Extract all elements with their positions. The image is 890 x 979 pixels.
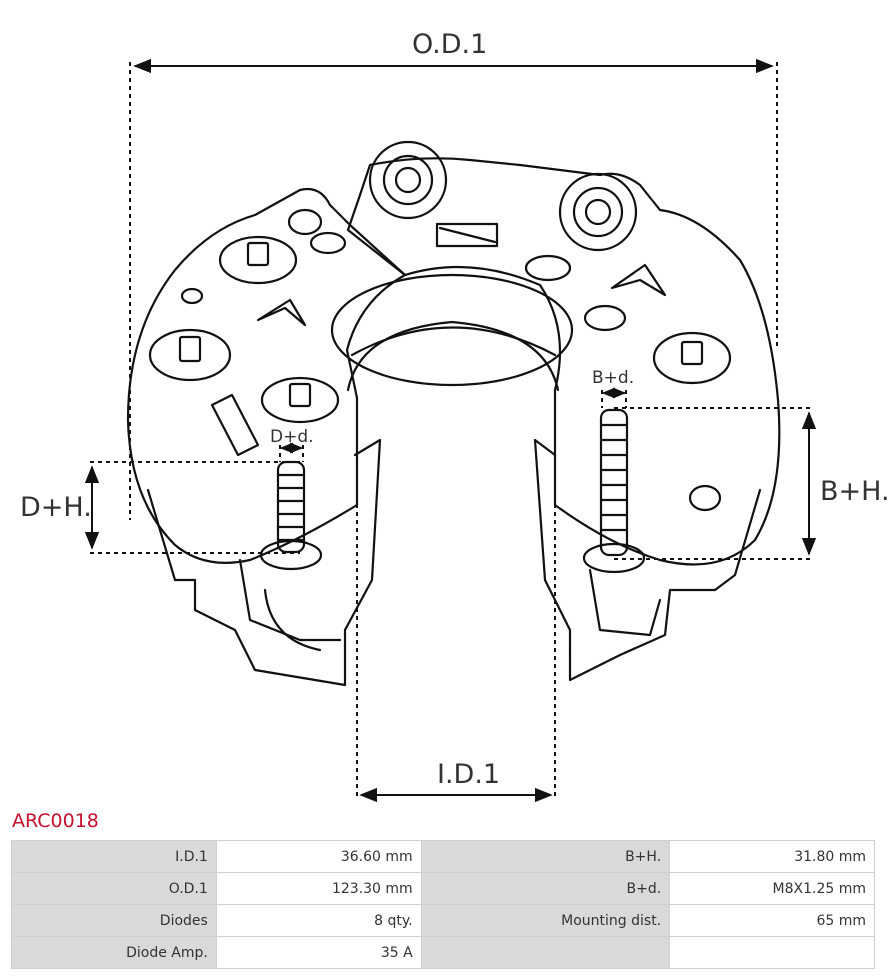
spec-value: 123.30 mm <box>215 872 422 905</box>
table-row: O.D.1 123.30 mm B+d. M8X1.25 mm <box>11 872 875 905</box>
spec-value: M8X1.25 mm <box>669 872 875 905</box>
right-bracket <box>533 438 762 682</box>
dh-label: D+H. <box>20 492 92 523</box>
dd-label: D+d. <box>270 427 314 447</box>
id-label: I.D.1 <box>437 759 500 790</box>
table-row: Diodes 8 qty. Mounting dist. 65 mm <box>11 904 875 937</box>
spec-label: Mounting dist. <box>420 904 671 937</box>
left-bracket <box>146 438 382 687</box>
right-stud <box>599 408 629 557</box>
spec-value: 65 mm <box>669 904 875 937</box>
spec-table: I.D.1 36.60 mm B+H. 31.80 mm O.D.1 123.3… <box>11 840 875 969</box>
table-row: I.D.1 36.60 mm B+H. 31.80 mm <box>11 840 875 873</box>
spec-label: Diode Amp. <box>11 936 217 969</box>
spec-value: 31.80 mm <box>669 840 875 873</box>
bh-label: B+H. <box>820 476 890 507</box>
left-plate-outline <box>126 187 407 564</box>
rectifier-technical-drawing: O.D.1 I.D.1 D+H. B+H. D+d. B+d. <box>20 29 890 803</box>
spec-label: B+d. <box>420 872 671 905</box>
part-code: ARC0018 <box>12 810 99 832</box>
central-bore-rim <box>330 273 574 387</box>
spec-label: B+H. <box>420 840 671 873</box>
bd-label: B+d. <box>592 368 634 388</box>
table-row: Diode Amp. 35 A <box>11 936 875 969</box>
spec-value: 36.60 mm <box>215 840 422 873</box>
spec-label: I.D.1 <box>11 840 217 873</box>
spec-value: 35 A <box>215 936 422 969</box>
spec-label: O.D.1 <box>11 872 217 905</box>
right-plate-outline <box>346 157 781 566</box>
spec-label: Diodes <box>11 904 217 937</box>
od-label: O.D.1 <box>412 29 487 60</box>
spec-value: 8 qty. <box>215 904 422 937</box>
spec-label <box>420 936 671 969</box>
spec-value <box>669 936 875 969</box>
